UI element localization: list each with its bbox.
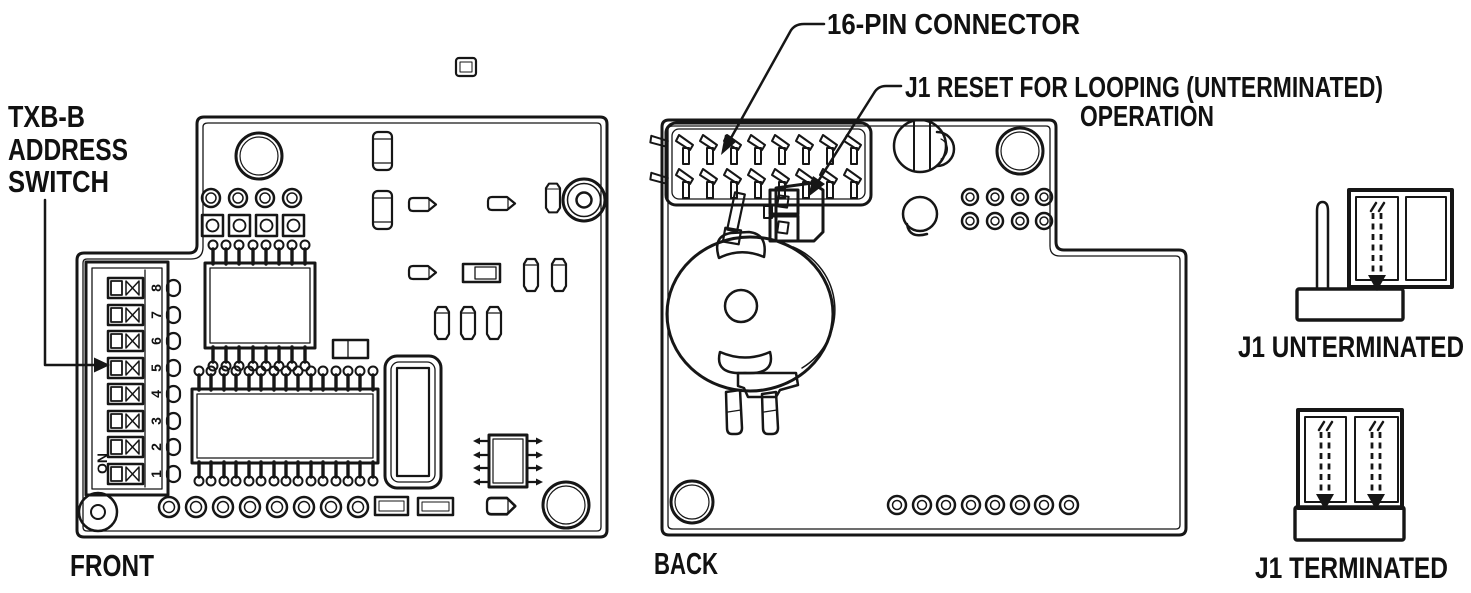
front-caption: FRONT [70, 548, 154, 583]
j1-unterminated-diagram: J1 UNTERMINATED [1238, 188, 1464, 364]
sixteen-pin-connector [647, 121, 873, 207]
connector-leader-arrowhead [721, 134, 737, 155]
hidden-pin-indicator-left [1314, 420, 1336, 512]
txb-leader-line [43, 198, 96, 367]
back-board-outline [660, 118, 1188, 537]
front-square-pads [202, 215, 304, 236]
txb-label-line-3: SWITCH [8, 164, 109, 199]
jumper-cap-right-cell [1405, 196, 1447, 281]
txb-label-line-1: TXB-B [8, 99, 85, 134]
hidden-pin-indicator [1366, 201, 1388, 293]
j1-leader-arrowhead [808, 176, 825, 197]
front-bottom-components [373, 495, 517, 517]
eight-pin-ic [471, 433, 545, 489]
dip-position-7: 7 [148, 311, 164, 319]
dip-position-3: 3 [148, 417, 164, 425]
front-mounting-hole-top [234, 131, 284, 181]
j1-terminated-diagram: J1 TERMINATED [1255, 408, 1448, 585]
j1-reset-label-line-2: OPERATION [1080, 101, 1214, 133]
dip-position-6: 6 [148, 337, 164, 345]
front-mounting-hole-bottom-right [541, 480, 591, 530]
j1-reset-label: J1 RESET FOR LOOPING (UNTERMINATED) OPER… [808, 72, 1383, 197]
dip-position-4: 4 [148, 390, 164, 398]
j1-reset-label-line-1: J1 RESET FOR LOOPING (UNTERMINATED) [905, 72, 1383, 104]
back-pad-row-1 [962, 189, 1052, 205]
sixteen-pin-connector-label: 16-PIN CONNECTOR [721, 9, 1080, 155]
dip-on-label: ON [94, 453, 110, 474]
crystal-component [383, 354, 443, 490]
j1-bare-pin [1315, 200, 1330, 291]
dip-position-2: 2 [148, 443, 164, 451]
jumper-cap-left-cell [1304, 416, 1347, 503]
callouts: TXB-B ADDRESS SWITCH 16-PIN CONNECTOR J1… [8, 9, 1383, 583]
ic-chip-small [203, 241, 317, 371]
back-bottom-pad-row [888, 496, 1078, 514]
j1-header-base-unterminated [1295, 287, 1405, 322]
front-bottom-pad-row [159, 497, 368, 517]
jumper-cap-right-cell [1354, 416, 1399, 503]
front-board-outline [75, 115, 609, 539]
j1-leader-line [817, 84, 903, 182]
back-board-inner-outline [667, 125, 1181, 530]
j1-jumper-cap-terminated [1296, 408, 1404, 510]
ic-chip-large [190, 367, 380, 486]
j1-terminated-caption: J1 TERMINATED [1255, 552, 1448, 585]
connector-leader-line [729, 22, 826, 140]
txb-label-line-2: ADDRESS [8, 132, 128, 167]
txb-address-switch-label: TXB-B ADDRESS SWITCH [8, 99, 128, 373]
front-passive-components [331, 56, 568, 360]
connector-label-text: 16-PIN CONNECTOR [827, 9, 1080, 41]
dip-position-1: 1 [148, 470, 164, 478]
back-mounting-hole-top-right [995, 126, 1045, 176]
back-board [647, 118, 1188, 537]
toroid-transformer [665, 191, 836, 436]
front-mounting-hole-bottom-left [77, 491, 119, 533]
front-round-pads [202, 189, 301, 207]
jumper-cap-left-cell [1355, 196, 1399, 281]
j1-header-base-terminated [1293, 505, 1406, 542]
front-board: 8 7 6 5 4 3 2 1 ON [75, 56, 609, 539]
dip-switch: 8 7 6 5 4 3 2 1 ON [84, 260, 180, 497]
txb-leader-arrowhead [94, 357, 110, 373]
back-pad-row-2 [962, 213, 1052, 229]
back-caption: BACK [654, 546, 718, 581]
back-mounting-hole-bottom-left [669, 479, 715, 525]
dip-position-8: 8 [148, 284, 164, 292]
front-board-inner-outline [82, 122, 602, 532]
disc-capacitor [892, 118, 956, 174]
small-round-component [901, 195, 939, 237]
hidden-pin-indicator-right [1365, 420, 1387, 512]
j1-jumper-cap-unterminated [1347, 188, 1454, 289]
dip-position-5: 5 [148, 364, 164, 372]
trim-pot-target [561, 177, 607, 223]
j1-unterminated-caption: J1 UNTERMINATED [1238, 331, 1464, 364]
